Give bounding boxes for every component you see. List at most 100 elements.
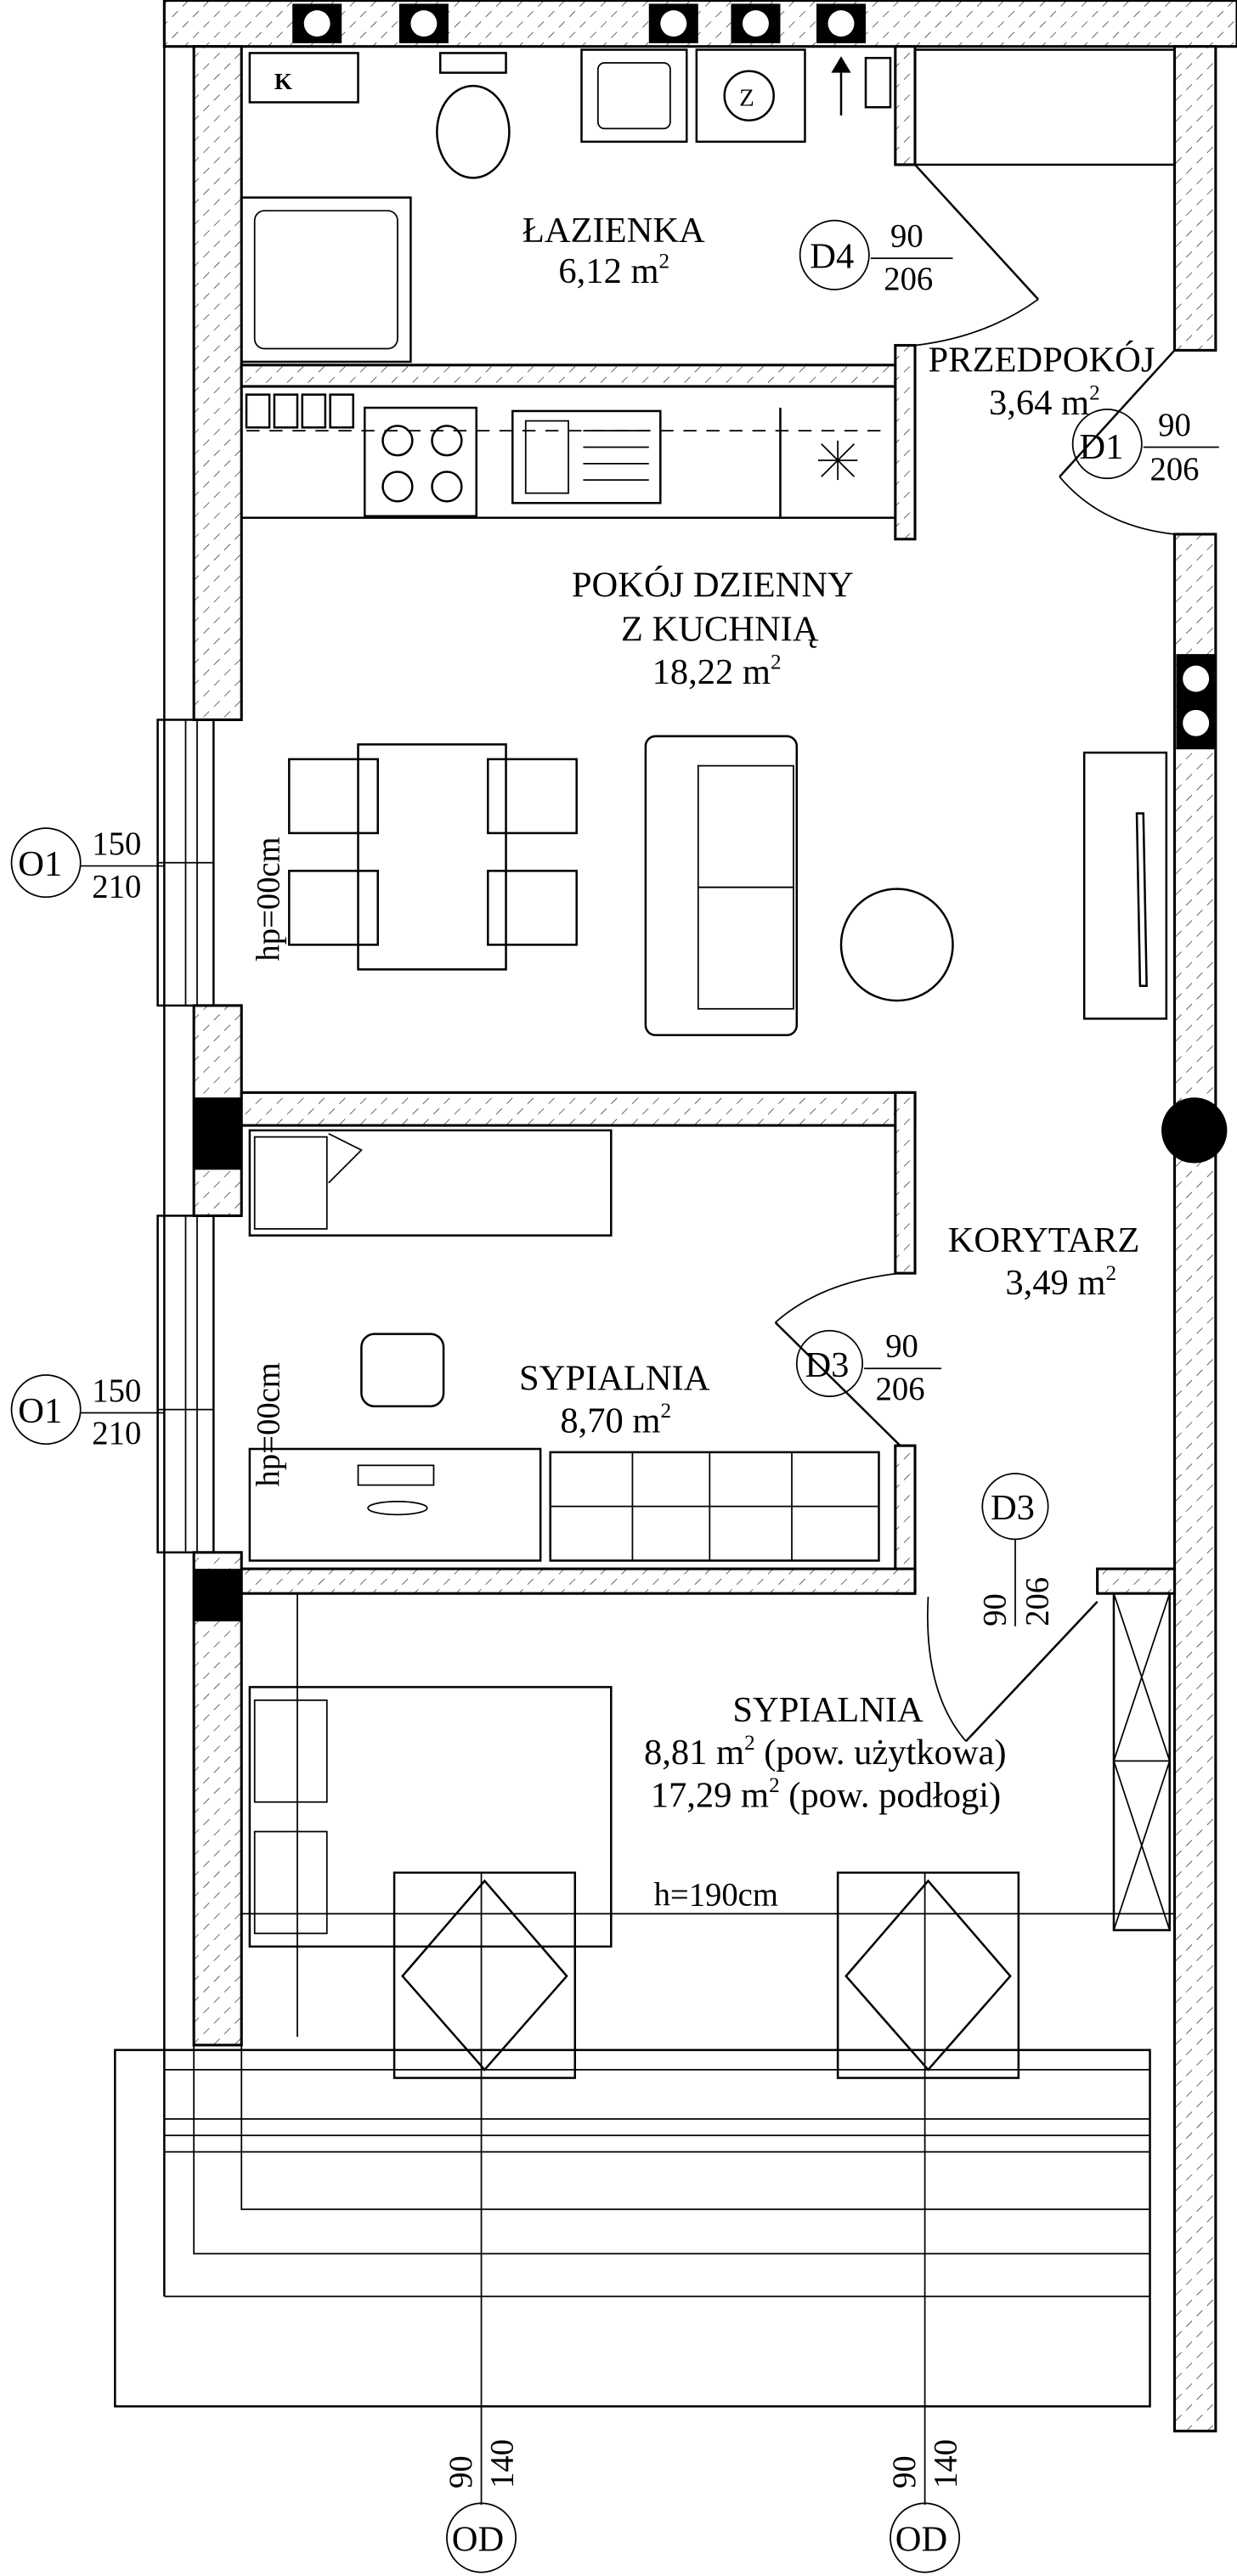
- sink: [580, 48, 688, 144]
- svg-text:90: 90: [887, 2455, 923, 2489]
- boiler-label: K: [274, 69, 292, 94]
- svg-text:8,70 m2: 8,70 m2: [560, 1400, 671, 1440]
- sofa: [644, 735, 799, 1036]
- washer-label: Z: [739, 84, 754, 111]
- svg-text:3,49 m2: 3,49 m2: [1005, 1262, 1116, 1303]
- roof-window-2: [836, 1871, 1020, 2079]
- svg-text:SYPIALNIA: SYPIALNIA: [732, 1690, 924, 1730]
- washing-machine: [695, 48, 806, 144]
- sill-height-label: hp=00cm: [251, 1362, 287, 1486]
- svg-text:O1: O1: [18, 844, 62, 884]
- svg-text:140: 140: [484, 2439, 520, 2489]
- svg-text:D3: D3: [991, 1488, 1035, 1528]
- svg-text:OD: OD: [895, 2519, 947, 2559]
- svg-text:210: 210: [92, 1416, 141, 1451]
- wardrobe-bedroom2: [1112, 1592, 1171, 1931]
- svg-text:150: 150: [92, 1373, 141, 1409]
- svg-text:POKÓJ DZIENNY: POKÓJ DZIENNY: [572, 565, 854, 605]
- sill-height-label: hp=00cm: [251, 837, 287, 961]
- dining-table: [357, 743, 507, 971]
- room-korytarz: KORYTARZ 3,49 m2: [948, 1220, 1140, 1303]
- bathroom-fixtures: K Z: [240, 48, 1176, 364]
- toilet-bowl: [436, 84, 511, 179]
- window-tag-o1-lower: O1 150 210 hp=00cm: [10, 1362, 287, 1486]
- wall-bath-kitchen: [240, 364, 913, 388]
- tv-cabinet: [1082, 751, 1168, 1020]
- cooktop: [364, 406, 478, 517]
- desk: [248, 1447, 542, 1562]
- laundry-basket: [360, 1333, 445, 1407]
- svg-text:OD: OD: [452, 2519, 504, 2559]
- svg-text:D3: D3: [805, 1345, 849, 1385]
- boiler-box: [248, 52, 359, 104]
- room-sypialnia-1: SYPIALNIA 8,70 m2: [519, 1358, 710, 1440]
- toilet-tank: [438, 52, 507, 74]
- walls: [162, 0, 1237, 2432]
- svg-text:90: 90: [890, 219, 924, 255]
- door-d4-swing: [914, 164, 1039, 347]
- right-wall-lower: [1172, 533, 1217, 2432]
- svg-text:90: 90: [885, 1329, 918, 1365]
- balcony: [114, 2037, 1151, 2408]
- svg-text:Z KUCHNIĄ: Z KUCHNIĄ: [621, 610, 819, 650]
- wall-corridor-stub: [1096, 1567, 1177, 1595]
- bedroom1-furniture: [248, 1129, 880, 1562]
- window-tag-o1-upper: O1 150 210 hp=00cm: [10, 826, 287, 961]
- wall-bedroom-corridor-top: [894, 1091, 917, 1275]
- svg-text:210: 210: [92, 869, 141, 905]
- svg-text:18,22 m2: 18,22 m2: [652, 651, 782, 692]
- kitchen-sink: [511, 409, 662, 504]
- door-d3-bedroom1-swing: [774, 1272, 901, 1447]
- svg-text:ŁAZIENKA: ŁAZIENKA: [522, 211, 705, 251]
- balcony-door-tag-od-1: 90 140 OD: [443, 1872, 520, 2573]
- door-tag-d3-bedroom1: D3 90 206: [795, 1329, 941, 1407]
- wall-bedrooms: [240, 1567, 917, 1595]
- svg-text:SYPIALNIA: SYPIALNIA: [519, 1358, 710, 1398]
- svg-text:206: 206: [1020, 1577, 1056, 1626]
- svg-text:206: 206: [1150, 452, 1200, 488]
- door-d3-bedroom2-swing: [927, 1596, 1099, 1743]
- door-tag-d4: D4 90 206: [799, 219, 953, 297]
- svg-text:150: 150: [92, 826, 141, 862]
- door-d1-swing: [1059, 349, 1176, 535]
- ceiling-height-label: h=190cm: [654, 1878, 778, 1914]
- wall-living-bedroom: [240, 1091, 917, 1127]
- svg-text:D1: D1: [1079, 427, 1123, 467]
- svg-text:90: 90: [443, 2455, 479, 2489]
- shower-tray: [240, 196, 412, 364]
- wall-kitchen-right: [894, 344, 917, 541]
- room-sypialnia-2: SYPIALNIA 8,81 m2 (pow. użytkowa) 17,29 …: [644, 1690, 1007, 1816]
- svg-text:90: 90: [977, 1593, 1013, 1626]
- bed-2: [248, 1686, 613, 1948]
- svg-text:D4: D4: [810, 237, 854, 277]
- bed: [248, 1129, 613, 1237]
- room-przedpokoj: PRZEDPOKÓJ 3,64 m2: [928, 341, 1155, 423]
- svg-text:8,81 m2 (pow. użytkowa): 8,81 m2 (pow. użytkowa): [644, 1732, 1007, 1773]
- ventilation-ducts: [194, 3, 1228, 1622]
- bedroom2-furniture: h=190cm: [241, 1592, 1175, 2079]
- balcony-door-tag-od-2: 90 140 OD: [887, 1872, 963, 2573]
- coffee-table: [839, 888, 954, 1002]
- roof-window-1: [393, 1871, 577, 2079]
- svg-text:KORYTARZ: KORYTARZ: [948, 1220, 1140, 1260]
- door-tag-d3-bedroom2: D3 90 206: [977, 1473, 1056, 1626]
- left-wall-upper: [192, 45, 243, 722]
- svg-text:206: 206: [884, 262, 933, 297]
- wardrobe-hall: [913, 48, 1176, 166]
- kitchen-counter: [240, 385, 897, 519]
- svg-text:6,12 m2: 6,12 m2: [558, 251, 669, 291]
- window-o1-lower: [156, 1215, 215, 1554]
- svg-text:O1: O1: [18, 1391, 62, 1431]
- living-furniture: [288, 735, 1168, 1036]
- svg-text:140: 140: [928, 2439, 963, 2489]
- svg-text:3,64 m2: 3,64 m2: [989, 381, 1100, 422]
- room-lazienka: ŁAZIENKA 6,12 m2: [522, 211, 705, 291]
- door-tag-d1: D1 90 206: [1071, 408, 1219, 488]
- wall-bath-right-top: [894, 45, 917, 166]
- svg-text:17,29 m2 (pow. podłogi): 17,29 m2 (pow. podłogi): [651, 1774, 1002, 1815]
- room-pokoj-dzienny: POKÓJ DZIENNY Z KUCHNIĄ 18,22 m2: [572, 565, 854, 691]
- window-o1-upper: [156, 719, 215, 1007]
- svg-text:90: 90: [1158, 408, 1191, 443]
- svg-text:PRZEDPOKÓJ: PRZEDPOKÓJ: [928, 341, 1155, 380]
